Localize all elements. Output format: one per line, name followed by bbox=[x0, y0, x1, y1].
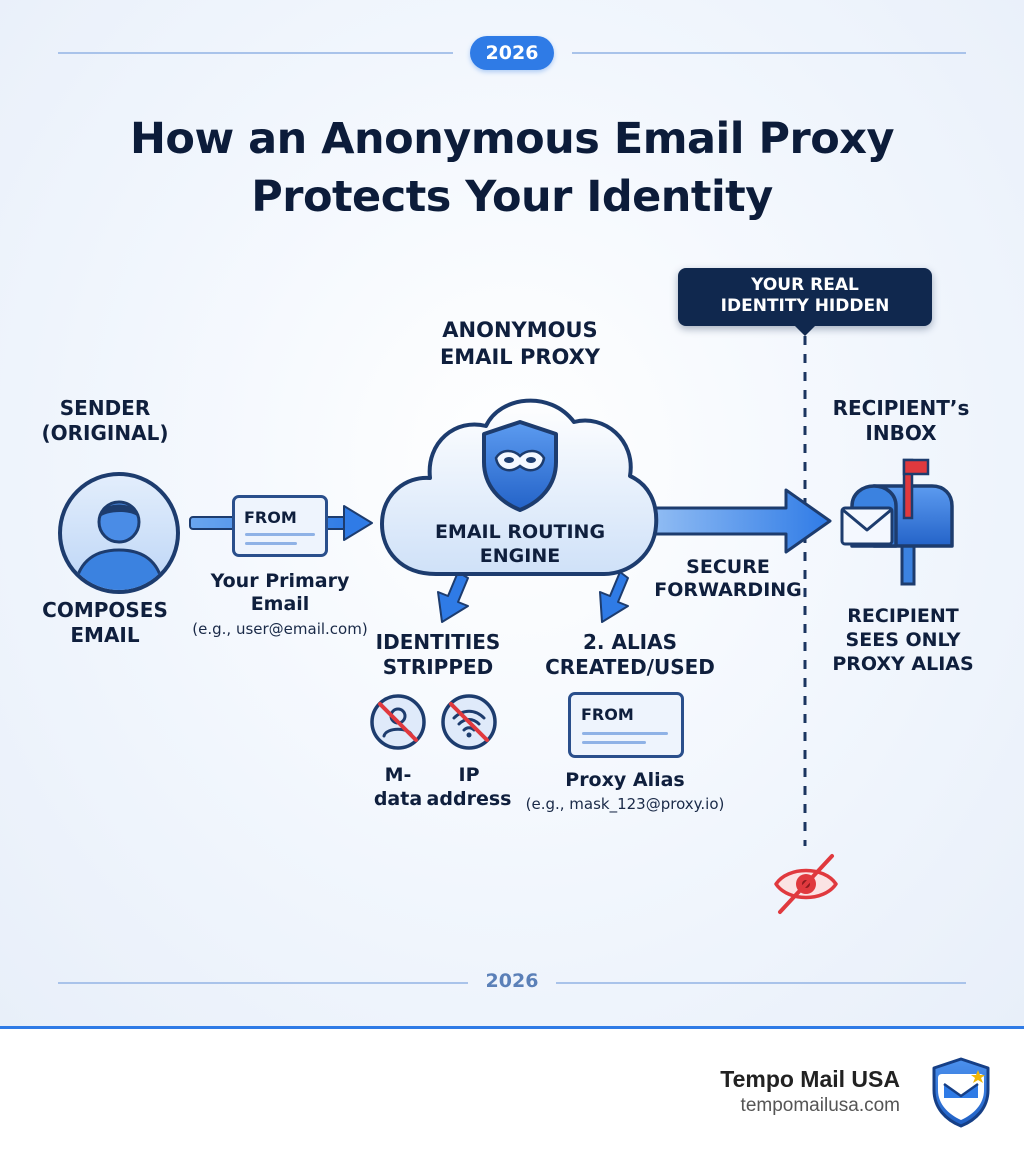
sender-avatar-icon bbox=[58, 472, 180, 594]
year-badge: 2026 bbox=[470, 36, 554, 70]
alias-from-label: FROM bbox=[581, 705, 634, 724]
primary-email-label: Your Primary Email bbox=[210, 570, 350, 615]
primary-card-line bbox=[245, 533, 315, 536]
strip-identities-arrow bbox=[437, 571, 469, 623]
footer-rule-left bbox=[58, 982, 468, 984]
privacy-boundary-line bbox=[803, 336, 807, 846]
brand-url[interactable]: tempomailusa.com bbox=[740, 1095, 900, 1116]
secure-forwarding-arrow bbox=[630, 488, 832, 554]
identities-stripped-heading: IDENTITIES STRIPPED bbox=[375, 630, 501, 679]
header-rule-left bbox=[58, 52, 453, 54]
primary-email-card: FROM bbox=[232, 495, 328, 557]
primary-card-line bbox=[245, 542, 297, 545]
metadata-blocked-icon bbox=[370, 694, 426, 750]
ip-address-label: IP address bbox=[426, 764, 512, 810]
header-rule-right bbox=[572, 52, 966, 54]
proxy-alias-example: (e.g., mask_123@proxy.io) bbox=[525, 795, 725, 813]
sender-heading: SENDER (ORIGINAL) bbox=[41, 396, 169, 445]
proxy-alias-card: FROM bbox=[568, 692, 684, 758]
alias-heading: 2. ALIAS CREATED/USED bbox=[545, 630, 715, 679]
brand-block: Tempo Mail USA tempomailusa.com bbox=[720, 1066, 900, 1117]
eye-slash-icon bbox=[774, 854, 838, 914]
recipient-heading: RECIPIENT’s INBOX bbox=[832, 396, 970, 445]
primary-email-example: (e.g., user@email.com) bbox=[192, 620, 368, 638]
page-title-line-1: How an Anonymous Email Proxy bbox=[129, 114, 895, 164]
alias-card-line bbox=[582, 732, 668, 735]
identity-hidden-callout: YOUR REAL IDENTITY HIDDEN bbox=[678, 268, 932, 326]
page-title-line-2: Protects Your Identity bbox=[251, 172, 773, 222]
callout-line-2: IDENTITY HIDDEN bbox=[720, 296, 890, 316]
alias-card-line bbox=[582, 741, 646, 744]
metadata-label: M- data bbox=[373, 764, 423, 810]
callout-line-1: YOUR REAL bbox=[751, 275, 859, 295]
recipient-caption: RECIPIENT SEES ONLY PROXY ALIAS bbox=[832, 605, 974, 675]
footer-bar bbox=[0, 1026, 1024, 1154]
ip-address-blocked-icon bbox=[441, 694, 497, 750]
mailbox-icon bbox=[840, 458, 954, 586]
brand-name: Tempo Mail USA bbox=[720, 1066, 900, 1092]
secure-forwarding-label: SECURE FORWARDING bbox=[654, 556, 802, 601]
proxy-heading: ANONYMOUS EMAIL PROXY bbox=[439, 318, 601, 369]
brand-shield-logo-icon bbox=[932, 1057, 990, 1128]
primary-from-label: FROM bbox=[244, 508, 297, 527]
incognito-shield-icon bbox=[482, 420, 558, 512]
callout-pointer bbox=[794, 325, 816, 336]
footer-year: 2026 bbox=[485, 970, 539, 992]
proxy-alias-label: Proxy Alias bbox=[565, 769, 685, 791]
sender-caption: COMPOSES EMAIL bbox=[42, 598, 168, 647]
routing-engine-label: EMAIL ROUTING ENGINE bbox=[434, 521, 606, 567]
footer-rule-right bbox=[556, 982, 966, 984]
alias-created-arrow bbox=[599, 571, 629, 623]
